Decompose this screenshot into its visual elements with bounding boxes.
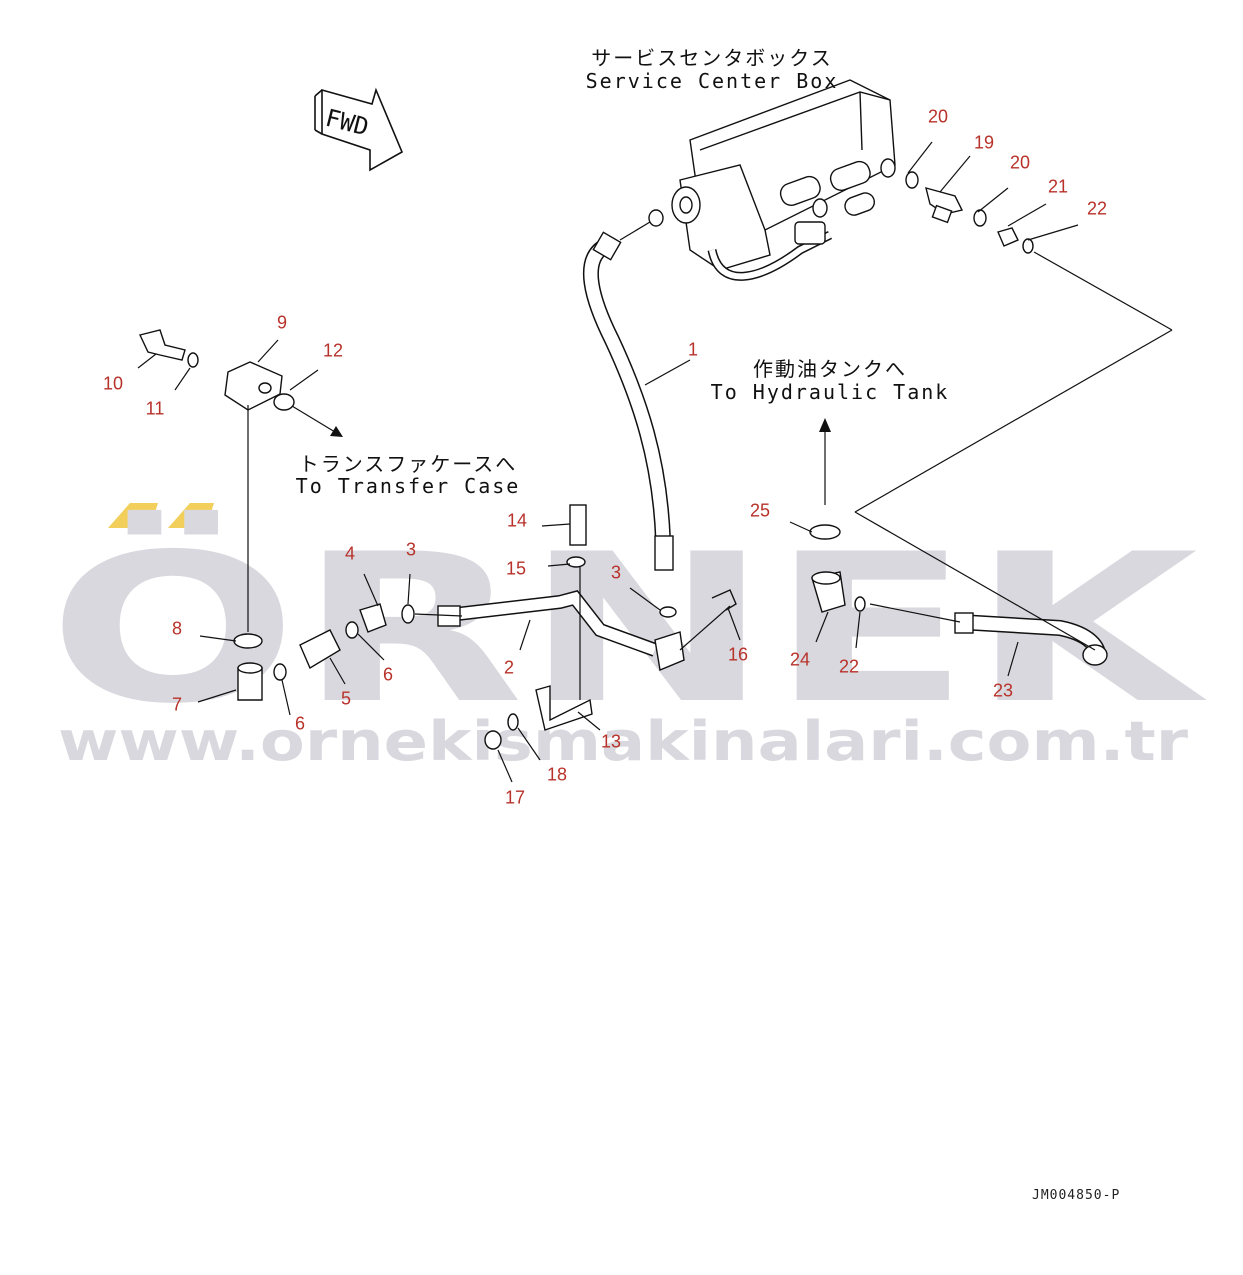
watermark-accent-left [108,503,158,528]
caption-hydraulic-tank-en: To Hydraulic Tank [710,380,950,404]
part-label: 1 [687,339,699,360]
arrow-right-icon [330,426,343,437]
part-label: 16 [727,644,749,665]
fittings-right [648,171,1034,254]
part-label: 18 [546,764,568,785]
fwd-arrow-icon: FWD [314,87,404,172]
arrowheads [330,418,831,437]
arrow-up-icon [819,418,831,432]
part-label: 11 [145,398,165,419]
hose-1 [583,231,677,618]
part-label: 13 [600,731,622,752]
part-label: 5 [340,688,352,709]
part-label: 25 [749,500,771,521]
caption-hydraulic-tank-jp: 作動油タンクへ [753,357,907,381]
caption-service-box-en: Service Center Box [585,69,839,93]
part-label: 3 [405,539,417,560]
part-label: 20 [1009,152,1031,173]
hose-23 [809,524,1108,666]
part-label: 14 [506,510,528,531]
part-label: 20 [927,106,949,127]
caption-transfer-case-jp: トランスファケースへ [298,452,518,476]
part-label: 17 [504,787,526,808]
watermark-accent-right [168,503,214,528]
part-label: 10 [102,373,124,394]
part-label: 12 [322,340,344,361]
part-label: 24 [789,649,811,670]
part-label: 23 [992,680,1014,701]
part-label: 2 [503,657,515,678]
part-label: 4 [344,543,356,564]
part-label: 21 [1047,176,1069,197]
part-label: 6 [294,713,306,734]
drawing-reference: JM004850-P [1032,1188,1121,1203]
watermark-url: www.ornekismakinalari.com.tr [58,710,1188,773]
part-label: 22 [1086,198,1108,219]
service-center-box [671,79,896,281]
caption-service-box-jp: サービスセンタボックス [591,46,833,70]
part-label: 8 [171,618,183,639]
part-label: 7 [171,694,183,715]
parts-left [139,329,737,750]
routing-lines [137,141,1173,783]
part-label: 15 [505,558,527,579]
caption-transfer-case-en: To Transfer Case [295,474,521,498]
part-label: 19 [973,132,995,153]
part-label: 22 [838,656,860,677]
part-label: 6 [382,664,394,685]
part-label: 3 [610,562,622,583]
part-label: 9 [276,312,288,333]
